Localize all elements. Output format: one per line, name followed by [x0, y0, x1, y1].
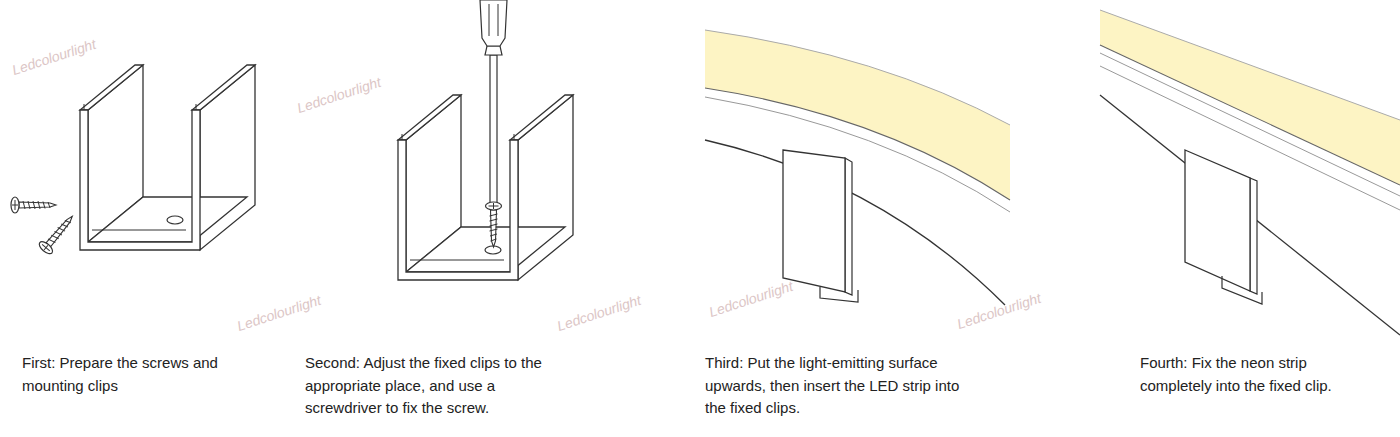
step-caption: First: Prepare the screws and mounting c… [22, 352, 237, 397]
strip-edge [705, 97, 1010, 212]
clip-bottom [1222, 276, 1262, 304]
screwdriver-ferrule [485, 46, 502, 55]
screwdriver-handle [480, 0, 507, 46]
strip-edge [705, 30, 1010, 125]
strip-edge [1100, 10, 1400, 120]
screwdriver [480, 0, 507, 205]
screw [37, 211, 78, 256]
step-caption: Third: Put the light-emitting surface up… [705, 352, 975, 420]
clip-front [1185, 150, 1250, 291]
strip-edge [1100, 53, 1400, 196]
watermark: Ledcolourlight [955, 290, 1043, 332]
led-light-surface [705, 30, 1010, 200]
watermark: Ledcolourlight [10, 36, 98, 78]
screwdriver-shaft [490, 55, 497, 205]
step-caption: Second: Adjust the fixed clips to the ap… [305, 352, 560, 420]
strip-body-edge [705, 140, 1005, 305]
step-caption: Fourth: Fix the neon strip completely in… [1140, 352, 1365, 397]
handle-groove [489, 4, 498, 36]
strip-edge [1100, 45, 1400, 185]
mounting-clip [80, 65, 255, 250]
clip-side [845, 158, 852, 295]
clip-bottom [820, 287, 858, 302]
watermark: Ledcolourlight [555, 292, 643, 334]
screw [11, 197, 56, 213]
clip-side [1250, 178, 1257, 294]
mounting-clip [398, 95, 573, 280]
mounting-clip [1185, 150, 1262, 304]
watermark: Ledcolourlight [295, 74, 383, 116]
clip-front [783, 150, 845, 292]
watermark: Ledcolourlight [235, 292, 323, 334]
strip-edge [705, 88, 1010, 200]
strip-body-edge [1100, 95, 1400, 335]
led-light-surface [1100, 10, 1400, 185]
watermark: Ledcolourlight [707, 278, 795, 320]
screw [486, 202, 502, 247]
mounting-clip [783, 150, 858, 302]
